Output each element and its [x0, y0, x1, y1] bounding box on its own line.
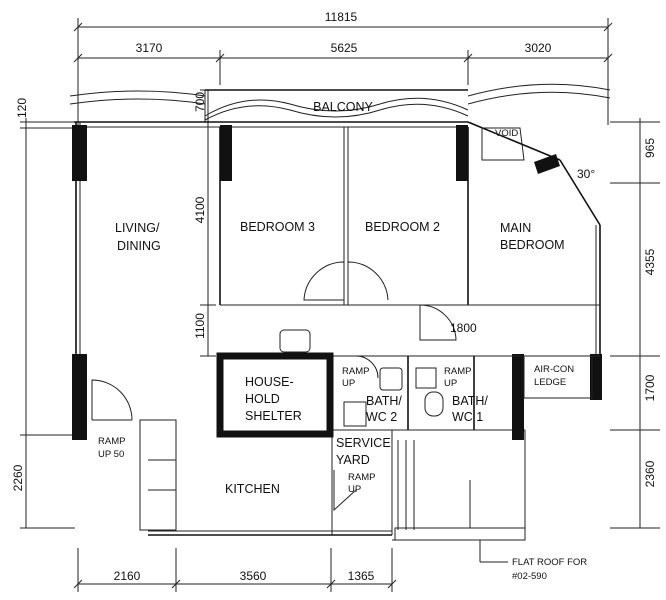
bottom-dimensions: 2160 3560 1365: [73, 548, 397, 592]
column-a: [72, 125, 87, 181]
flat-roof-label-2: #02-590: [512, 571, 547, 582]
top-dimensions: 11815 3170 5625 3020: [73, 10, 613, 125]
ramp-d-label-2: UP: [348, 484, 361, 495]
left-dimensions: 120 700 4100 1100 2260: [11, 89, 216, 529]
dim-right-2: 4355: [643, 248, 657, 275]
column-d: [72, 354, 87, 440]
aircon-label-1: AIR-CON: [534, 364, 574, 375]
flat-roof-label-1: FLAT ROOF FOR: [512, 557, 587, 568]
ramp-a-label-2: UP: [342, 378, 355, 389]
room-labels: VOID LIVING/ DINING BEDROOM 3 BEDROOM 2 …: [98, 128, 595, 582]
bath2-label-1: BATH/: [366, 394, 402, 408]
dim-right-3: 1700: [643, 374, 657, 401]
dim-right-1: 965: [643, 138, 657, 158]
dim-bottom-1: 2160: [114, 569, 141, 583]
column-b: [220, 125, 232, 181]
dim-bottom-3: 1365: [348, 569, 375, 583]
main-bedroom-label-2: BEDROOM: [500, 238, 565, 252]
household-shelter: [216, 352, 334, 438]
dim-top-3: 3020: [525, 41, 552, 55]
fixtures: [279, 329, 444, 427]
bedroom3-label: BEDROOM 3: [240, 220, 315, 234]
columns: [72, 125, 602, 440]
angle-label: 30°: [577, 167, 595, 181]
right-dimensions: 965 4355 1700 2360: [610, 118, 660, 529]
ramp-c-label-2: UP 50: [98, 449, 124, 460]
dim-left-4: 1100: [193, 313, 207, 339]
dim-bedroom-mid: 1800: [450, 321, 477, 335]
column-g: [534, 154, 560, 174]
dim-right-4: 2360: [643, 460, 657, 487]
dim-top-2: 5625: [331, 41, 358, 55]
dim-left-1: 120: [15, 98, 29, 118]
ramp-c-label-1: RAMP: [98, 436, 125, 447]
outer-walls: [74, 121, 601, 541]
balcony-label: BALCONY: [313, 100, 373, 114]
balcony: BALCONY: [69, 83, 611, 122]
shelter-label-2: HOLD: [245, 392, 280, 406]
shelter-label-1: HOUSE-: [245, 375, 294, 389]
aircon-label-2: LEDGE: [534, 377, 566, 388]
bath1-label-1: BATH/: [452, 394, 488, 408]
dim-top-1: 3170: [136, 41, 163, 55]
bath1-label-2: WC 1: [452, 410, 483, 424]
dim-left-5: 2260: [11, 464, 25, 491]
ramp-d-label-1: RAMP: [348, 472, 375, 483]
doors: [91, 261, 457, 512]
living-label-1: LIVING/: [115, 221, 160, 235]
dim-left-2: 700: [193, 92, 207, 112]
dim-bottom-2: 3560: [240, 569, 267, 583]
dim-overall: 11815: [325, 10, 358, 24]
void-label: VOID: [495, 128, 518, 139]
column-f: [590, 354, 602, 400]
kitchen-label: KITCHEN: [225, 482, 280, 496]
living-label-2: DINING: [117, 239, 161, 253]
column-e: [512, 354, 524, 440]
service-yard-label-1: SERVICE: [336, 436, 391, 450]
service-yard-label-2: YARD: [336, 453, 370, 467]
shelter-label-3: SHELTER: [245, 409, 302, 423]
dim-left-3: 4100: [193, 196, 207, 223]
main-bedroom-label-1: MAIN: [500, 221, 531, 235]
bath2-label-2: WC 2: [366, 410, 397, 424]
column-c: [456, 125, 468, 181]
ramp-b-label-2: UP: [444, 378, 457, 389]
bedroom2-label: BEDROOM 2: [365, 220, 440, 234]
ramp-a-label-1: RAMP: [342, 366, 369, 377]
ramp-b-label-1: RAMP: [444, 366, 471, 377]
